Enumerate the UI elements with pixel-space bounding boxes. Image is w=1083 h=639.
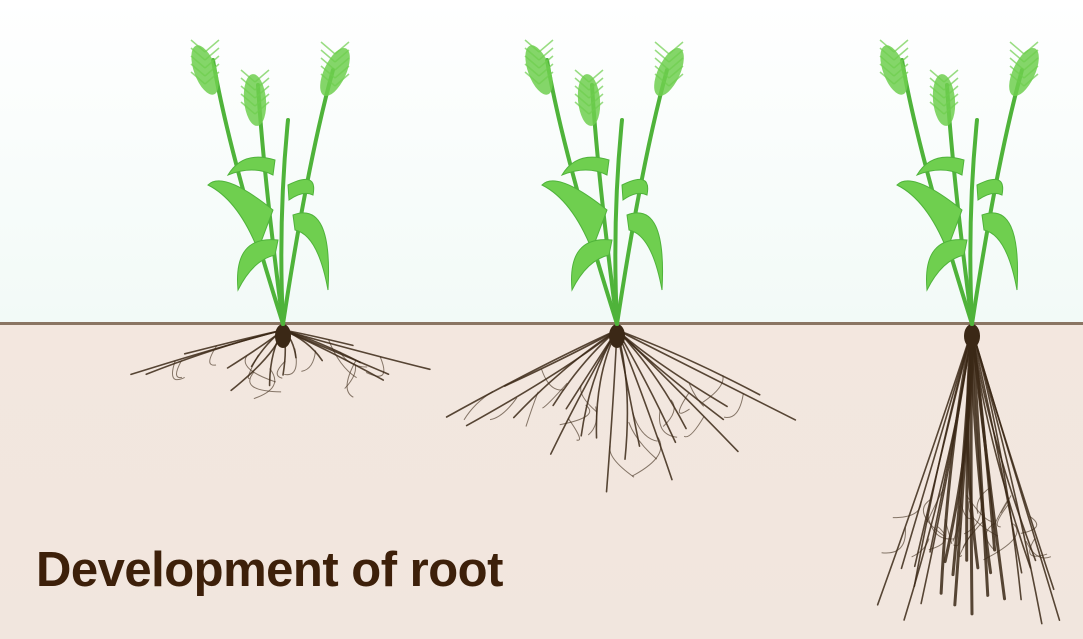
root-lateral <box>684 416 704 436</box>
caption-title: Development of root <box>36 542 503 598</box>
root-crown <box>609 324 625 348</box>
plant-leaf <box>208 181 273 250</box>
plant-stage-2 <box>447 40 796 492</box>
root-crown <box>964 324 980 348</box>
plant-stage-3 <box>875 40 1060 624</box>
root-lateral <box>629 422 657 459</box>
root-lateral <box>172 361 184 380</box>
root-strand <box>617 330 727 406</box>
root-strand <box>607 330 617 492</box>
plant-leaf <box>288 179 314 200</box>
grain-head <box>314 44 356 100</box>
root-strand <box>146 330 283 374</box>
root-strand <box>283 330 430 369</box>
root-lateral <box>301 351 315 372</box>
plant-stage-1 <box>131 40 430 399</box>
root-lateral <box>347 360 356 397</box>
plant-leaf <box>982 213 1018 290</box>
plant-leaf <box>977 179 1003 200</box>
plant-leaf <box>897 181 962 250</box>
root-strand <box>283 330 389 374</box>
root-lateral <box>882 528 906 553</box>
root-lateral <box>254 369 275 399</box>
plant-leaf <box>542 181 607 250</box>
grain-head <box>1003 44 1045 100</box>
root-crown <box>275 324 291 348</box>
plant-leaf <box>622 179 648 200</box>
root-strand <box>617 330 627 459</box>
root-lateral <box>250 372 281 392</box>
root-strand <box>283 330 383 380</box>
root-lateral <box>632 437 661 476</box>
root-lateral <box>526 392 538 427</box>
root-lateral <box>490 398 517 420</box>
plant-leaf <box>627 213 663 290</box>
grain-head <box>648 44 690 100</box>
root-lateral <box>345 365 356 389</box>
root-lateral <box>610 446 634 478</box>
plant-leaf <box>293 213 329 290</box>
root-lateral <box>542 383 567 408</box>
